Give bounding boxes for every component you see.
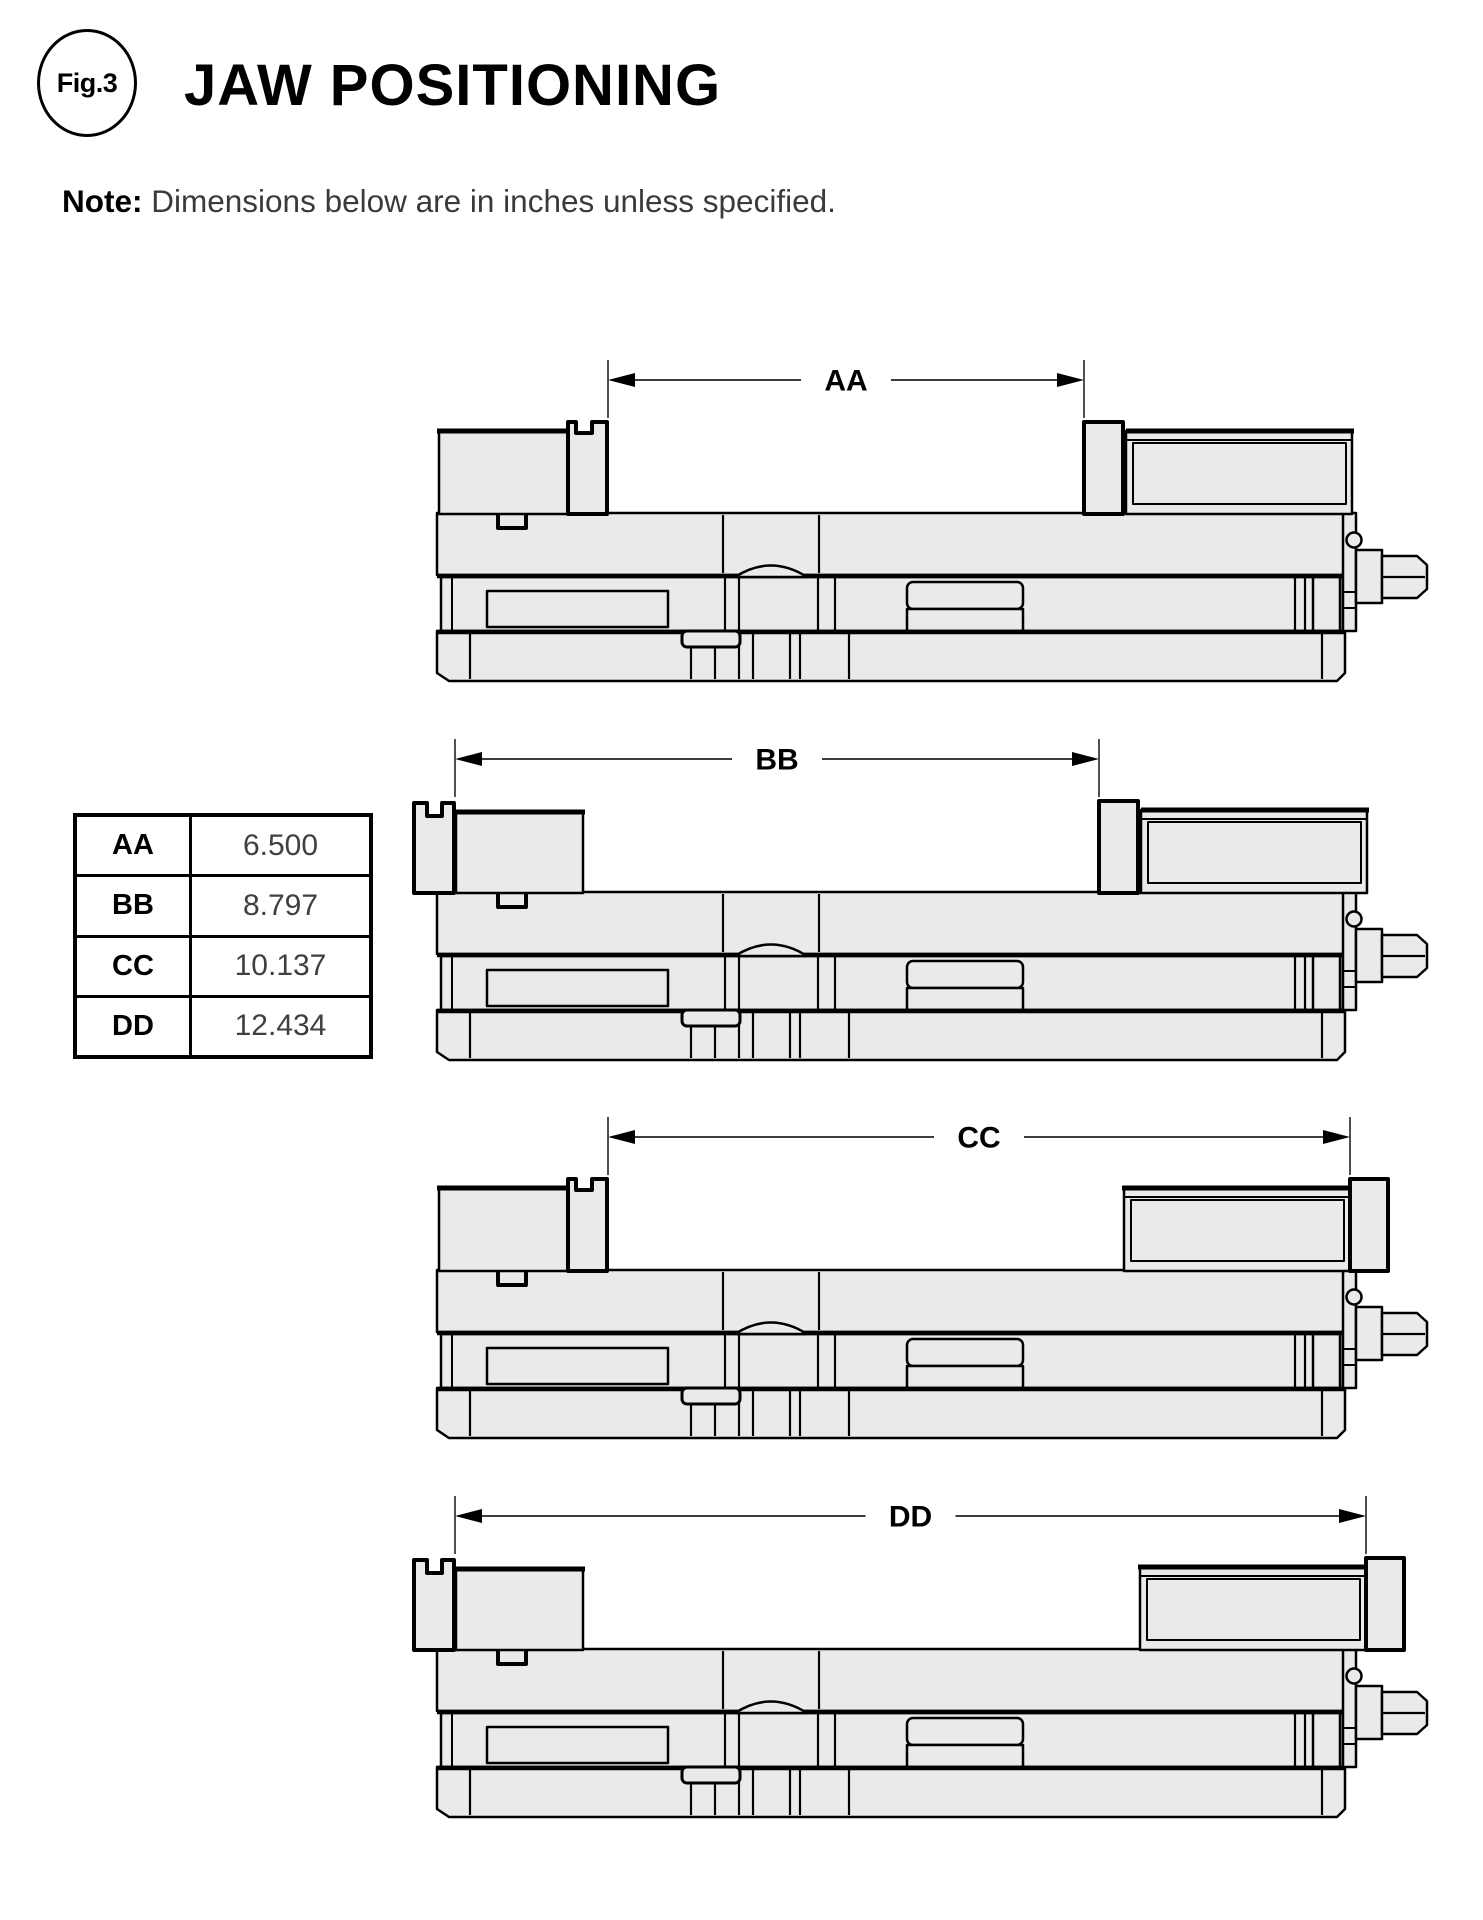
left-jaw <box>412 801 585 895</box>
note-body: Dimensions below are in inches unless sp… <box>151 183 836 219</box>
dimension: CC <box>607 1117 1351 1175</box>
note-prefix: Note: <box>62 183 143 219</box>
vise-body <box>435 1647 1429 1819</box>
vise-body <box>435 890 1429 1062</box>
vise-diagram-cc: CC <box>435 1117 1429 1440</box>
dimension-label: BB <box>755 744 798 777</box>
page-title: JAW POSITIONING <box>184 53 722 118</box>
dimension-label: AA <box>824 365 867 398</box>
vise-body <box>435 1268 1429 1440</box>
left-jaw <box>412 1558 585 1652</box>
dimension-label: DD <box>889 1501 932 1534</box>
dimension-code-cell: AA <box>77 817 192 875</box>
vise-diagram-bb: BB <box>412 739 1429 1062</box>
note-text: Note: Dimensions below are in inches unl… <box>62 183 836 220</box>
dimension-code-cell: CC <box>77 937 192 995</box>
dimension-value-cell: 10.137 <box>234 949 327 983</box>
vise-diagram-aa: AA <box>435 360 1429 683</box>
right-jaw <box>1097 799 1369 895</box>
dimension: BB <box>454 739 1100 797</box>
dimension-arrow <box>455 1509 482 1523</box>
dimension-label: CC <box>957 1122 1000 1155</box>
dimension-arrow <box>608 373 635 387</box>
left-jaw <box>437 420 609 516</box>
dimension-value-cell: 8.797 <box>242 888 319 922</box>
dimension-arrow <box>608 1130 635 1144</box>
dimension-arrow <box>455 752 482 766</box>
figure-label: Fig.3 <box>56 67 118 98</box>
dimension-value-cell: 6.500 <box>242 828 319 862</box>
dimension-arrow <box>1057 373 1084 387</box>
table-row: BB 8.797 <box>77 874 369 935</box>
dimension: DD <box>454 1496 1367 1554</box>
right-jaw <box>1082 420 1354 516</box>
figure-badge: Fig.3 <box>37 29 137 137</box>
dimension-arrow <box>1072 752 1099 766</box>
table-row: DD 12.434 <box>77 994 369 1055</box>
vise-diagram-dd: DD <box>412 1496 1429 1819</box>
table-row: CC 10.137 <box>77 934 369 995</box>
table-row: AA 6.500 <box>77 817 369 875</box>
dimension-arrow <box>1323 1130 1350 1144</box>
dimension-code-cell: DD <box>77 997 192 1055</box>
dimension: AA <box>607 360 1085 418</box>
dimension-value-cell: 12.434 <box>234 1009 327 1043</box>
dimension-arrow <box>1339 1509 1366 1523</box>
right-jaw <box>1138 1556 1406 1652</box>
left-jaw <box>437 1177 609 1273</box>
right-jaw <box>1122 1177 1390 1273</box>
dimension-code-cell: BB <box>77 877 192 935</box>
vise-body <box>435 511 1429 683</box>
